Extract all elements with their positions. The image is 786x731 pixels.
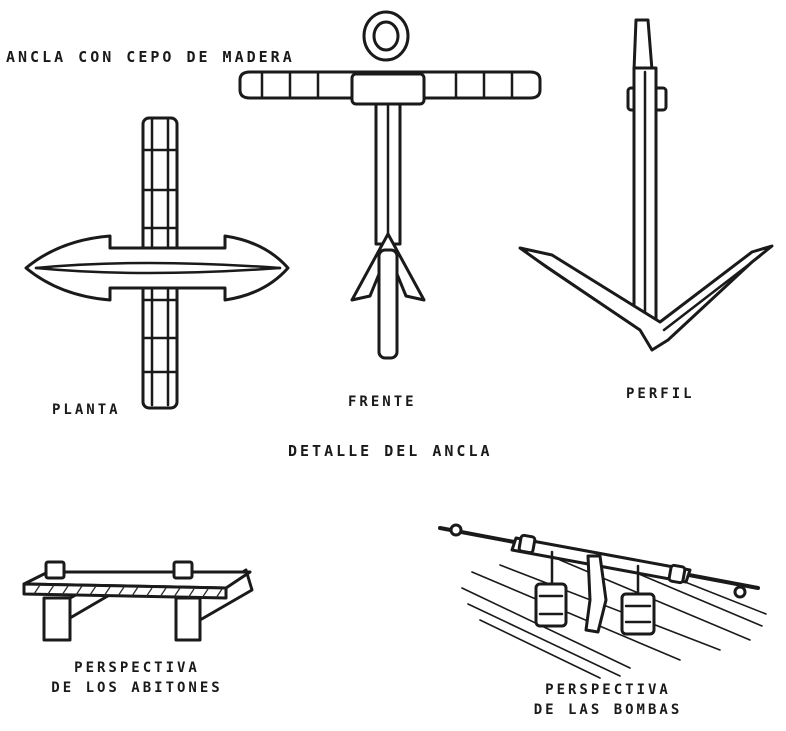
bombas-drawing: [438, 523, 767, 679]
perfil-label: PERFIL: [626, 386, 695, 402]
bombas-caption-line1: PERSPECTIVA: [545, 682, 671, 698]
planta-anchor-drawing: [24, 116, 290, 410]
abitones-caption-line2: DE LOS ABITONES: [51, 680, 223, 696]
abitones-caption: PERSPECTIVA DE LOS ABITONES: [22, 658, 252, 698]
frente-label: FRENTE: [348, 394, 417, 410]
perfil-anchor-drawing: [518, 18, 774, 352]
abitones-caption-line1: PERSPECTIVA: [74, 660, 200, 676]
frente-anchor-drawing: [238, 10, 542, 360]
planta-label: PLANTA: [52, 402, 121, 418]
sheet-title: ANCLA CON CEPO DE MADERA: [6, 48, 295, 66]
bombas-caption-line2: DE LAS BOMBAS: [533, 702, 683, 718]
detail-caption: DETALLE DEL ANCLA: [288, 442, 493, 460]
abitones-drawing: [22, 560, 254, 642]
bombas-caption: PERSPECTIVA DE LAS BOMBAS: [498, 680, 718, 720]
